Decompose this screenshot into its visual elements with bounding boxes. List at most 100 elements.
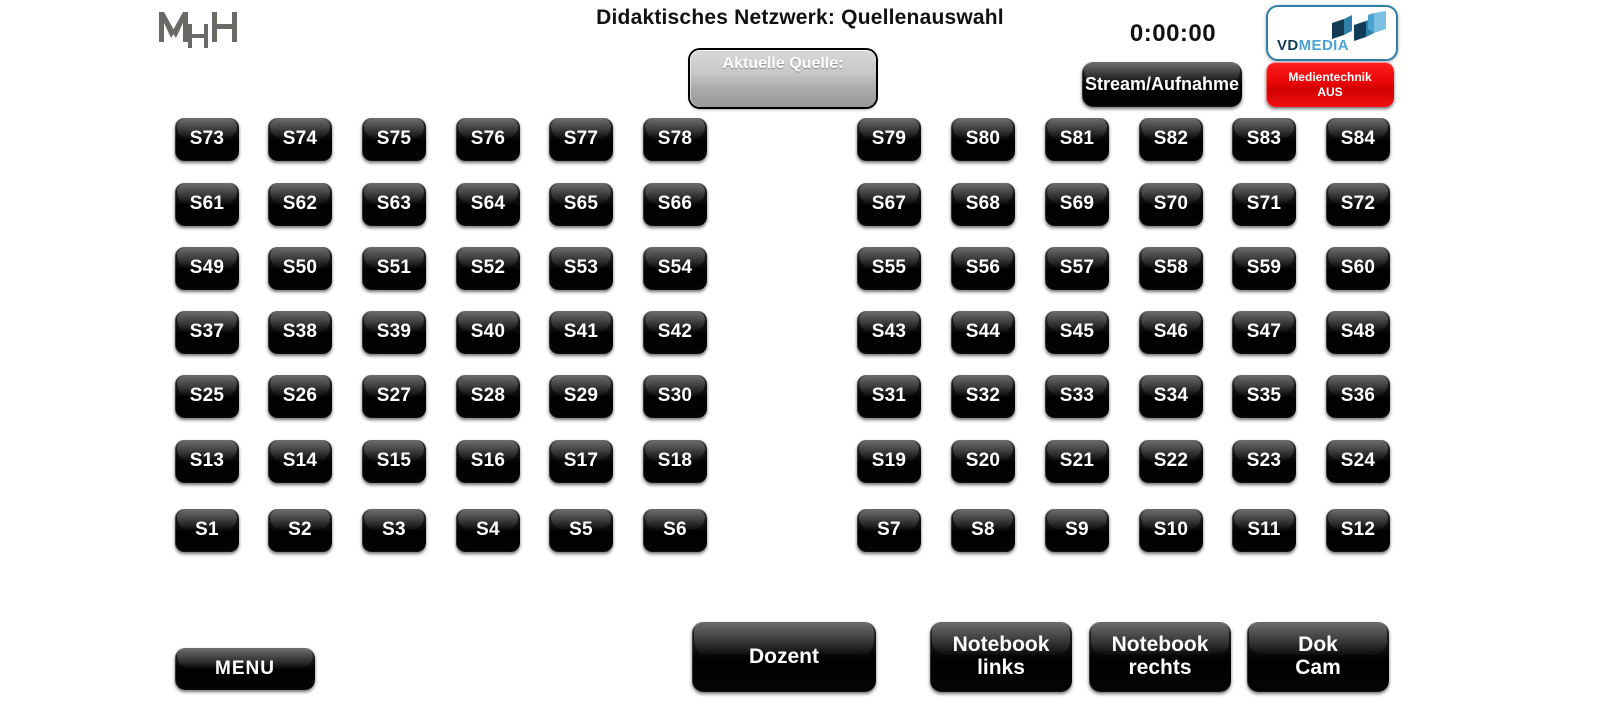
seat-button-s15[interactable]: S15 [362, 440, 426, 483]
seat-button-s76[interactable]: S76 [456, 118, 520, 161]
seat-button-s13[interactable]: S13 [175, 440, 239, 483]
stream-recording-button[interactable]: Stream/Aufnahme [1082, 62, 1242, 107]
menu-button[interactable]: MENU [175, 648, 315, 690]
seat-button-s32[interactable]: S32 [951, 375, 1015, 418]
seat-button-s74[interactable]: S74 [268, 118, 332, 161]
seat-button-s53[interactable]: S53 [549, 247, 613, 290]
seat-button-s14[interactable]: S14 [268, 440, 332, 483]
seat-button-s48[interactable]: S48 [1326, 311, 1390, 354]
seat-button-s24[interactable]: S24 [1326, 440, 1390, 483]
seat-button-s30[interactable]: S30 [643, 375, 707, 418]
seat-button-s62[interactable]: S62 [268, 183, 332, 226]
seat-button-s36[interactable]: S36 [1326, 375, 1390, 418]
seat-button-s52[interactable]: S52 [456, 247, 520, 290]
source-button-notebook-rechts[interactable]: Notebook rechts [1089, 622, 1231, 692]
seat-button-s69[interactable]: S69 [1045, 183, 1109, 226]
seat-button-s78[interactable]: S78 [643, 118, 707, 161]
seat-button-s7[interactable]: S7 [857, 509, 921, 552]
seat-button-s17[interactable]: S17 [549, 440, 613, 483]
seat-button-s12[interactable]: S12 [1326, 509, 1390, 552]
seat-button-s42[interactable]: S42 [643, 311, 707, 354]
seat-button-s8[interactable]: S8 [951, 509, 1015, 552]
seat-button-label: S41 [563, 321, 599, 343]
seat-button-s28[interactable]: S28 [456, 375, 520, 418]
seat-button-s26[interactable]: S26 [268, 375, 332, 418]
seat-button-s56[interactable]: S56 [951, 247, 1015, 290]
seat-button-label: S13 [189, 450, 225, 472]
seat-button-s49[interactable]: S49 [175, 247, 239, 290]
seat-button-s50[interactable]: S50 [268, 247, 332, 290]
seat-button-s4[interactable]: S4 [456, 509, 520, 552]
seat-button-s68[interactable]: S68 [951, 183, 1015, 226]
seat-button-s46[interactable]: S46 [1139, 311, 1203, 354]
seat-button-s58[interactable]: S58 [1139, 247, 1203, 290]
seat-button-s39[interactable]: S39 [362, 311, 426, 354]
seat-button-label: S48 [1340, 321, 1376, 343]
seat-button-s25[interactable]: S25 [175, 375, 239, 418]
seat-button-s22[interactable]: S22 [1139, 440, 1203, 483]
seat-button-s65[interactable]: S65 [549, 183, 613, 226]
source-button-notebook-links[interactable]: Notebook links [930, 622, 1072, 692]
seat-button-s54[interactable]: S54 [643, 247, 707, 290]
power-off-button[interactable]: Medientechnik AUS [1266, 62, 1394, 107]
seat-button-s10[interactable]: S10 [1139, 509, 1203, 552]
seat-button-s18[interactable]: S18 [643, 440, 707, 483]
seat-button-s70[interactable]: S70 [1139, 183, 1203, 226]
seat-button-s45[interactable]: S45 [1045, 311, 1109, 354]
seat-button-s72[interactable]: S72 [1326, 183, 1390, 226]
seat-button-s84[interactable]: S84 [1326, 118, 1390, 161]
seat-button-s29[interactable]: S29 [549, 375, 613, 418]
seat-button-s40[interactable]: S40 [456, 311, 520, 354]
seat-button-s5[interactable]: S5 [549, 509, 613, 552]
seat-button-s21[interactable]: S21 [1045, 440, 1109, 483]
source-button-dozent[interactable]: Dozent [692, 622, 876, 692]
seat-button-label: S73 [189, 128, 225, 150]
seat-button-s67[interactable]: S67 [857, 183, 921, 226]
seat-button-s55[interactable]: S55 [857, 247, 921, 290]
seat-button-s77[interactable]: S77 [549, 118, 613, 161]
seat-button-s43[interactable]: S43 [857, 311, 921, 354]
seat-button-s64[interactable]: S64 [456, 183, 520, 226]
seat-button-s16[interactable]: S16 [456, 440, 520, 483]
seat-button-s71[interactable]: S71 [1232, 183, 1296, 226]
seat-button-s23[interactable]: S23 [1232, 440, 1296, 483]
seat-button-s51[interactable]: S51 [362, 247, 426, 290]
seat-button-s47[interactable]: S47 [1232, 311, 1296, 354]
seat-button-s81[interactable]: S81 [1045, 118, 1109, 161]
seat-button-s66[interactable]: S66 [643, 183, 707, 226]
seat-button-s57[interactable]: S57 [1045, 247, 1109, 290]
seat-button-s34[interactable]: S34 [1139, 375, 1203, 418]
seat-button-s73[interactable]: S73 [175, 118, 239, 161]
seat-button-s31[interactable]: S31 [857, 375, 921, 418]
current-source-display[interactable]: Aktuelle Quelle: [690, 50, 876, 107]
seat-button-label: S4 [476, 519, 500, 541]
seat-button-s9[interactable]: S9 [1045, 509, 1109, 552]
seat-button-s37[interactable]: S37 [175, 311, 239, 354]
seat-button-label: S71 [1246, 193, 1282, 215]
seat-button-s80[interactable]: S80 [951, 118, 1015, 161]
seat-button-s35[interactable]: S35 [1232, 375, 1296, 418]
seat-button-s33[interactable]: S33 [1045, 375, 1109, 418]
seat-button-s59[interactable]: S59 [1232, 247, 1296, 290]
seat-button-s83[interactable]: S83 [1232, 118, 1296, 161]
seat-button-s44[interactable]: S44 [951, 311, 1015, 354]
seat-button-s38[interactable]: S38 [268, 311, 332, 354]
seat-button-s79[interactable]: S79 [857, 118, 921, 161]
seat-button-s41[interactable]: S41 [549, 311, 613, 354]
seat-button-label: S3 [382, 519, 406, 541]
seat-button-s2[interactable]: S2 [268, 509, 332, 552]
seat-button-s11[interactable]: S11 [1232, 509, 1296, 552]
seat-button-s27[interactable]: S27 [362, 375, 426, 418]
seat-button-s3[interactable]: S3 [362, 509, 426, 552]
vd-media-wordmark: VDMEDIA [1277, 37, 1349, 54]
seat-button-s82[interactable]: S82 [1139, 118, 1203, 161]
seat-button-s60[interactable]: S60 [1326, 247, 1390, 290]
seat-button-s1[interactable]: S1 [175, 509, 239, 552]
seat-button-s61[interactable]: S61 [175, 183, 239, 226]
seat-button-s63[interactable]: S63 [362, 183, 426, 226]
seat-button-s19[interactable]: S19 [857, 440, 921, 483]
seat-button-s75[interactable]: S75 [362, 118, 426, 161]
source-button-dok-cam[interactable]: Dok Cam [1247, 622, 1389, 692]
seat-button-s20[interactable]: S20 [951, 440, 1015, 483]
seat-button-s6[interactable]: S6 [643, 509, 707, 552]
